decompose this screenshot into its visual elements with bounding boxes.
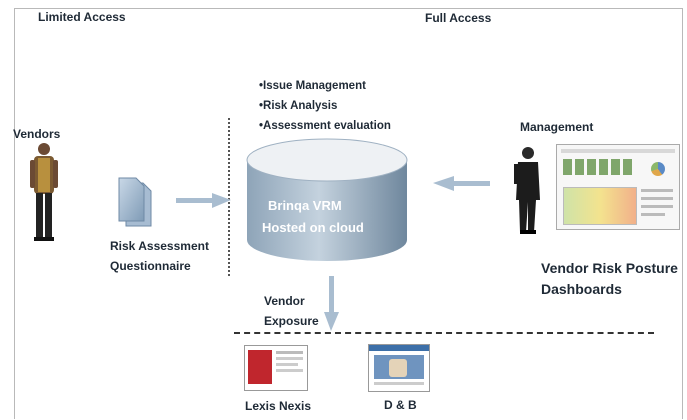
dashboards-label-line2: Dashboards [541,281,622,297]
arrow-from-management-icon [433,176,490,191]
cloud-title: Brinqa VRM [268,198,342,213]
feature-list: Issue Management Risk Analysis Assessmen… [259,76,391,136]
exposure-label-line2: Exposure [264,314,319,328]
lexis-nexis-label: Lexis Nexis [245,399,312,413]
database-cylinder-icon [246,138,408,261]
external-sources-divider [234,332,654,334]
cloud-subtitle: Hosted on cloud [262,220,364,235]
diagram-frame [14,8,683,419]
dnb-label: D & B [384,398,417,412]
arrow-to-cloud-icon [176,193,231,208]
limited-access-label: Limited Access [38,10,126,24]
manager-person-icon [514,147,540,234]
management-label: Management [520,120,594,134]
dashboards-label-line1: Vendor Risk Posture [541,260,678,276]
arrow-down-exposure-icon [324,276,339,331]
feature-item: Risk Analysis [259,96,391,116]
access-divider [228,118,230,276]
full-access-label: Full Access [425,11,492,25]
risk-dashboard-thumbnail [556,144,680,230]
vendor-person-icon [30,143,58,241]
questionnaire-document-icon [118,177,152,227]
feature-item: Assessment evaluation [259,116,391,136]
questionnaire-label-line2: Questionnaire [110,259,191,273]
lexis-nexis-thumbnail [244,345,308,391]
vendors-label: Vendors [13,127,61,141]
exposure-label-line1: Vendor [264,294,305,308]
feature-item: Issue Management [259,76,391,96]
questionnaire-label-line1: Risk Assessment [110,239,209,253]
dnb-thumbnail [368,344,430,392]
